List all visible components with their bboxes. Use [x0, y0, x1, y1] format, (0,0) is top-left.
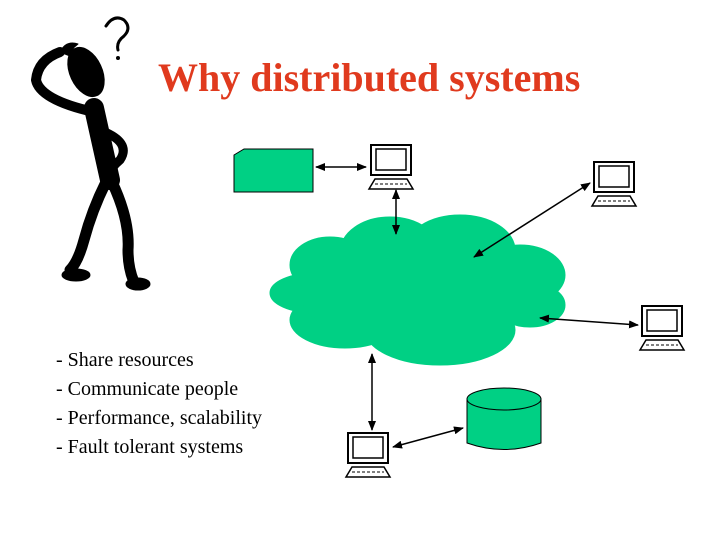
printer-icon [233, 148, 314, 193]
bullet-item: - Performance, scalability [56, 407, 263, 429]
question-mark-icon [104, 16, 130, 60]
database-cylinder-icon [466, 387, 542, 450]
computer-icon [591, 161, 637, 207]
bullet-item: - Share resources [56, 349, 194, 371]
connection-network-computer-right [473, 182, 591, 258]
connection-lines [315, 163, 639, 449]
thinking-stick-figure-icon [31, 42, 151, 291]
bullet-item: - Communicate people [56, 378, 239, 400]
network-cloud-icon [269, 214, 566, 366]
computer-icon [368, 144, 414, 190]
bullet-item: - Fault tolerant systems [56, 436, 244, 458]
computer-icon [639, 305, 685, 351]
bullet-list: - Share resources - Communicate people -… [56, 346, 326, 462]
connection-network-computer-far-right [539, 314, 639, 329]
connection-computer-database [392, 426, 464, 449]
slide-title: Why distributed systems [158, 55, 581, 100]
computer-icon [345, 432, 391, 478]
